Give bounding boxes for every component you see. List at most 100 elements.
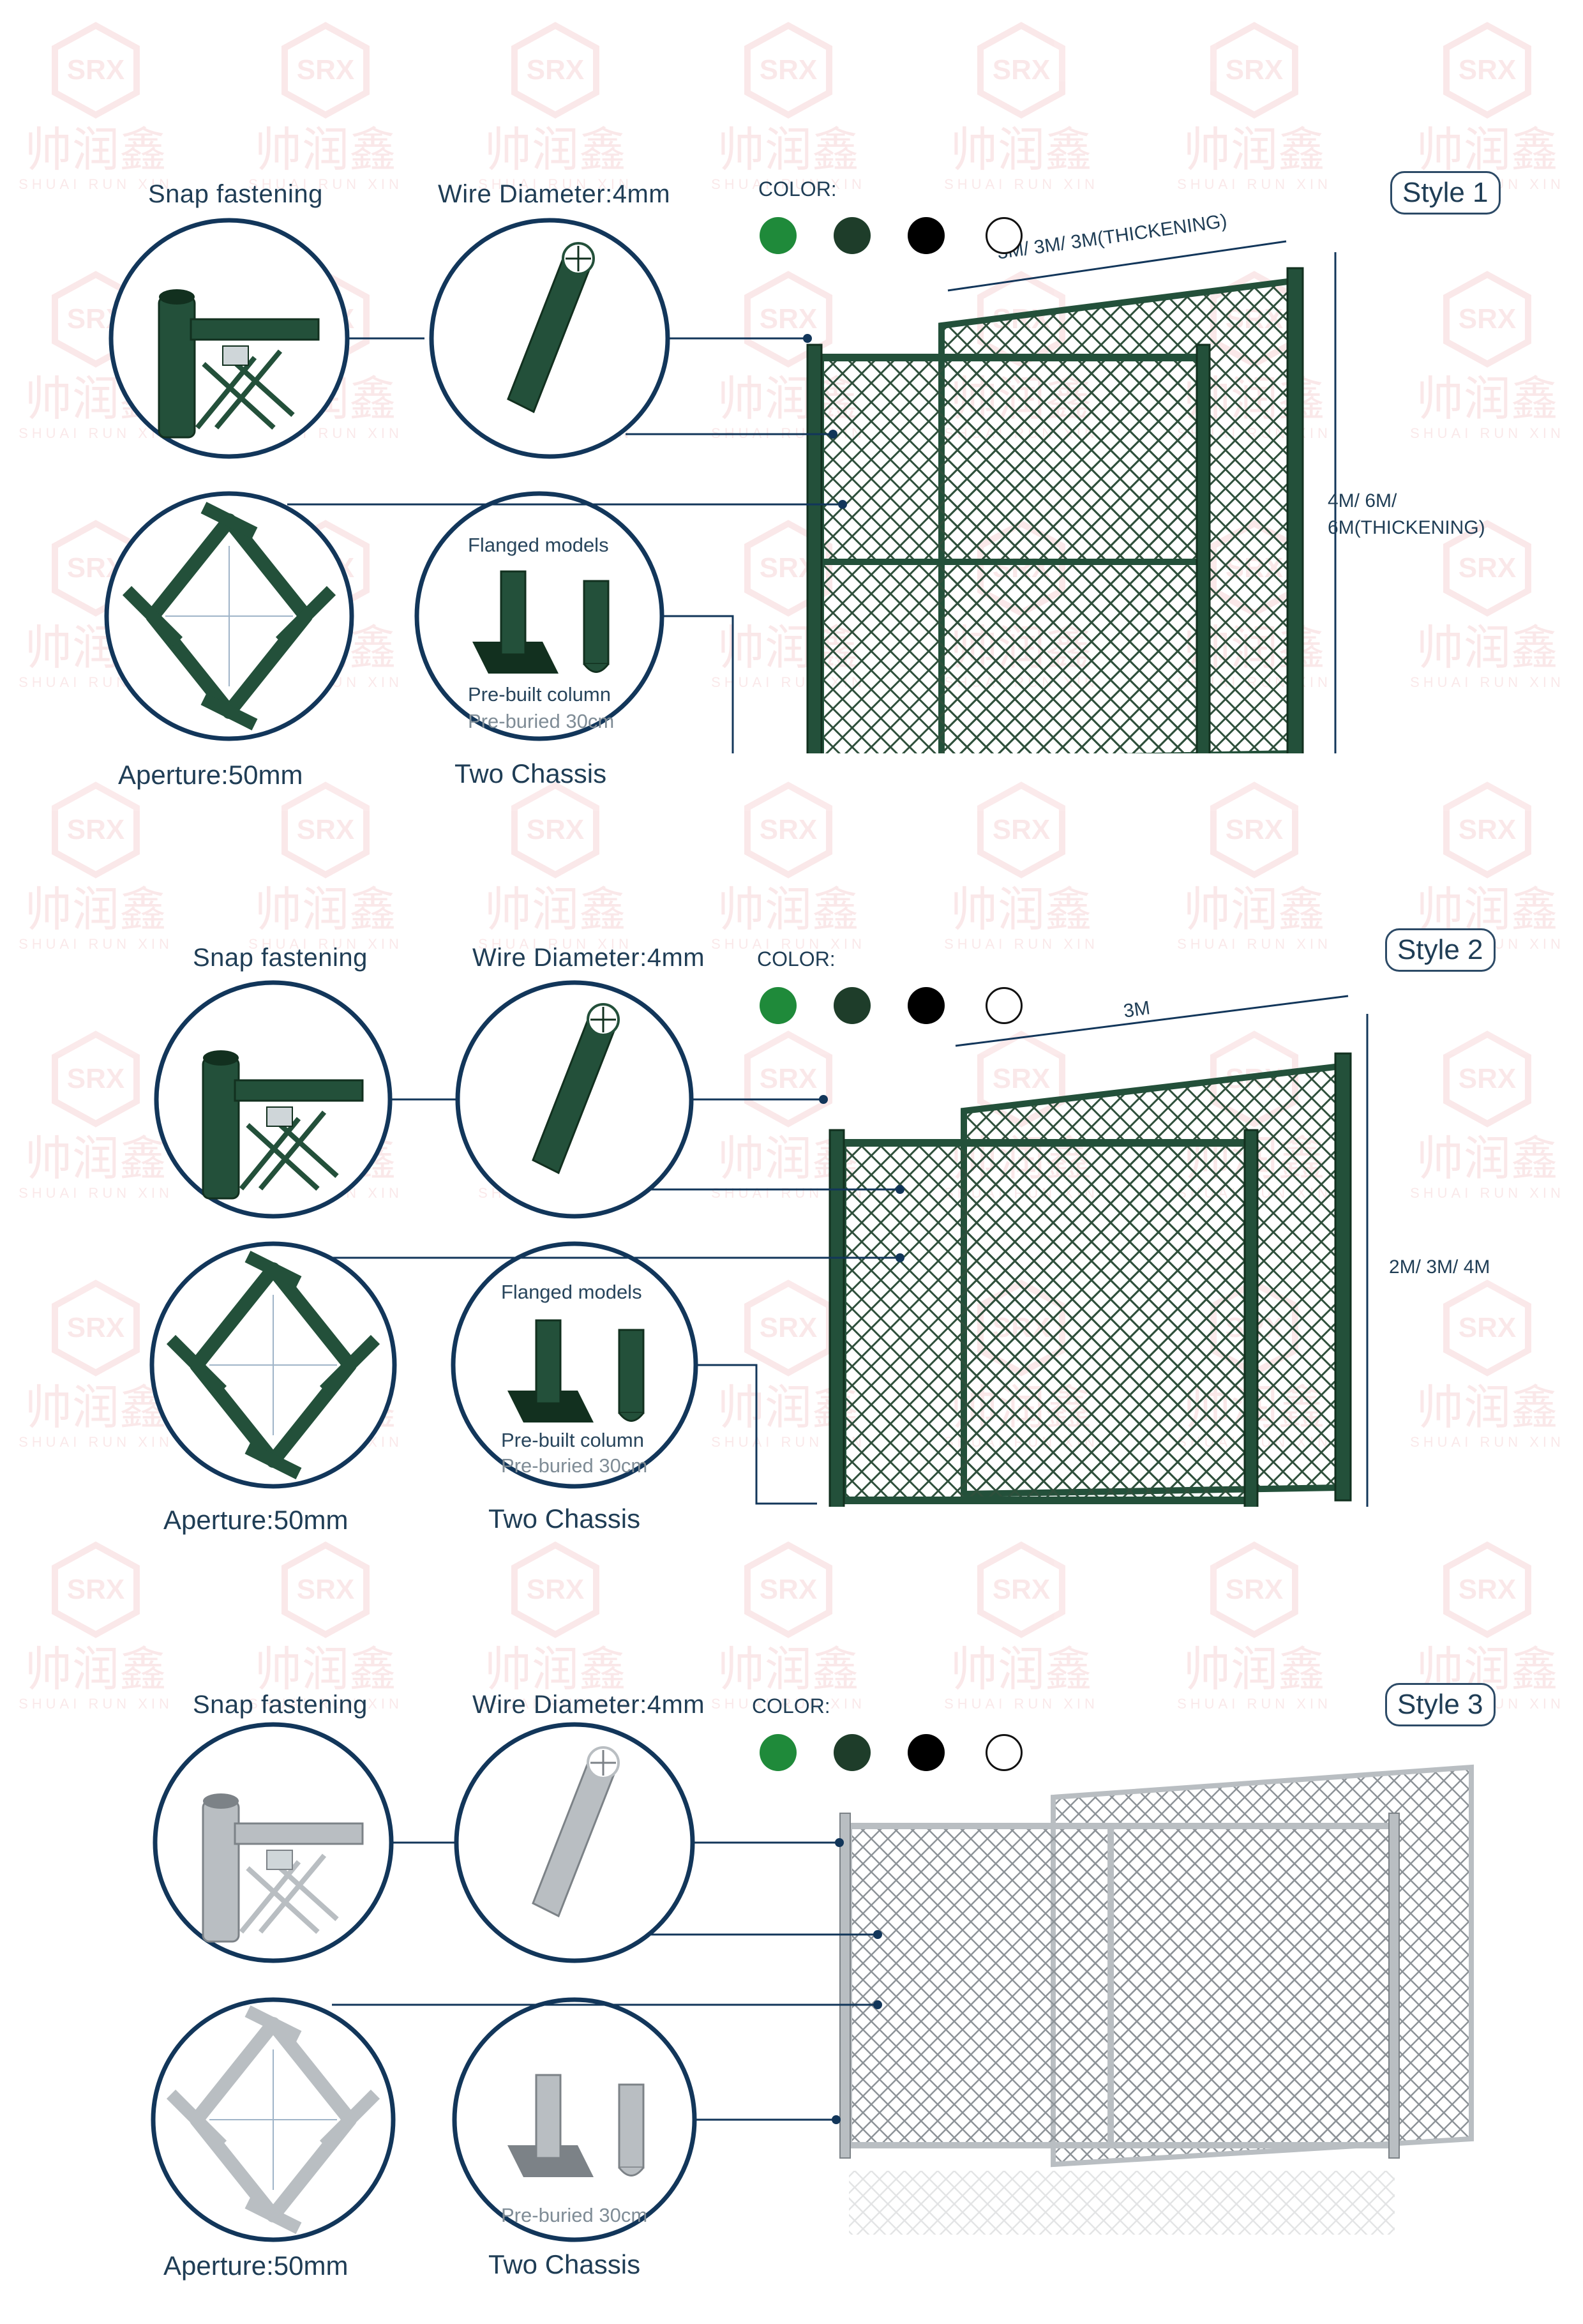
brand-text: 帅润鑫 <box>1416 882 1558 937</box>
snap-fastening-label: Snap fastening <box>193 1691 368 1719</box>
logo-text: SRX <box>67 1063 124 1094</box>
front-panel <box>816 354 1207 770</box>
logo-text: SRX <box>527 1574 584 1605</box>
brand-pinyin: SHUAI RUN XIN <box>1177 936 1332 952</box>
fence-illustration <box>818 1052 1365 1596</box>
brand-text: 帅润鑫 <box>25 123 167 177</box>
brand-pinyin: SHUAI RUN XIN <box>19 425 173 441</box>
front-panel <box>846 1823 1398 2148</box>
front-post-right <box>1196 343 1211 793</box>
logo-hexagon <box>744 22 832 119</box>
front-post-right <box>1243 1129 1259 1527</box>
chassis-icon <box>472 570 610 674</box>
leader-dot <box>832 2115 841 2124</box>
brand-text: 帅润鑫 <box>950 882 1092 937</box>
two-chassis-label: Two Chassis <box>488 1504 641 1534</box>
brand-text: 帅润鑫 <box>25 882 167 937</box>
brand-text: 帅润鑫 <box>1416 372 1558 426</box>
logo-hexagon <box>281 781 370 879</box>
logo-hexagon <box>52 22 140 119</box>
logo-hexagon <box>1443 22 1531 119</box>
aperture-label: Aperture:50mm <box>163 1505 349 1535</box>
brand-text: 帅润鑫 <box>950 123 1092 177</box>
snap-fastening-icon <box>158 289 320 439</box>
logo-text: SRX <box>993 1063 1050 1094</box>
mesh-aperture-icon <box>166 1251 380 1479</box>
leader-dot <box>829 430 837 439</box>
logo-text: SRX <box>297 1574 354 1605</box>
preburied-label: Pre-buried 30cm <box>501 2204 648 2226</box>
leader-dot <box>819 1095 828 1104</box>
logo-text: SRX <box>1459 54 1516 86</box>
brand-text: 帅润鑫 <box>1416 123 1558 177</box>
logo-hexagon <box>1210 781 1298 879</box>
logo-text: SRX <box>1226 814 1283 845</box>
brand-pinyin: SHUAI RUN XIN <box>478 1696 633 1712</box>
fence-illustration <box>839 1764 1474 2235</box>
logo-hexagon <box>977 781 1065 879</box>
back-post <box>1286 267 1304 767</box>
brand-pinyin: SHUAI RUN XIN <box>944 176 1099 192</box>
logo-text: SRX <box>297 54 354 86</box>
floor-reflection <box>849 2171 1395 2235</box>
brand-text: 帅润鑫 <box>25 1380 167 1435</box>
style-badge: Style 1 <box>1390 171 1501 215</box>
logo-text: SRX <box>760 1574 817 1605</box>
chassis-icon <box>507 1319 645 1422</box>
logo-hexagon <box>1210 1541 1298 1638</box>
brand-text: 帅润鑫 <box>1416 621 1558 675</box>
color-title: COLOR: <box>758 177 837 200</box>
color-swatch-black <box>908 987 945 1024</box>
logo-text: SRX <box>527 814 584 845</box>
brand-pinyin: SHUAI RUN XIN <box>248 1696 403 1712</box>
brand-pinyin: SHUAI RUN XIN <box>19 176 173 192</box>
logo-text: SRX <box>760 54 817 86</box>
brand-pinyin: SHUAI RUN XIN <box>944 936 1099 952</box>
logo-hexagon <box>744 271 832 368</box>
back-post <box>1334 1052 1352 1502</box>
width-dimension: 3M <box>1122 997 1152 1022</box>
leader-dot <box>896 1253 904 1262</box>
logo-hexagon <box>744 1541 832 1638</box>
flanged-models-label: Flanged models <box>501 1281 642 1303</box>
color-swatch-green <box>760 1734 797 1771</box>
brand-text: 帅润鑫 <box>255 123 396 177</box>
brand-text: 帅润鑫 <box>25 1131 167 1186</box>
logo-hexagon <box>511 781 599 879</box>
brand-text: 帅润鑫 <box>717 1642 859 1697</box>
brand-pinyin: SHUAI RUN XIN <box>248 176 403 192</box>
front-panel <box>839 1139 1255 1504</box>
wire-diameter-label: Wire Diameter:4mm <box>472 944 705 972</box>
preburied-label: Pre-buried 30cm <box>468 710 615 732</box>
brand-pinyin: SHUAI RUN XIN <box>1410 425 1564 441</box>
brand-pinyin: SHUAI RUN XIN <box>19 1434 173 1450</box>
leader-dot <box>896 1185 904 1194</box>
color-swatch-white <box>986 217 1023 254</box>
style-3-section: Snap fastening Wire Diameter:4mm Apertur… <box>0 1507 1583 2281</box>
brand-pinyin: SHUAI RUN XIN <box>1177 176 1332 192</box>
brand-text: 帅润鑫 <box>484 123 626 177</box>
brand-pinyin: SHUAI RUN XIN <box>248 936 403 952</box>
aperture-label: Aperture:50mm <box>118 760 303 790</box>
color-swatch-black <box>908 217 945 254</box>
brand-text: 帅润鑫 <box>255 1642 396 1697</box>
brand-pinyin: SHUAI RUN XIN <box>478 176 633 192</box>
front-post-left <box>839 1813 851 2159</box>
logo-text: SRX <box>67 1312 124 1343</box>
